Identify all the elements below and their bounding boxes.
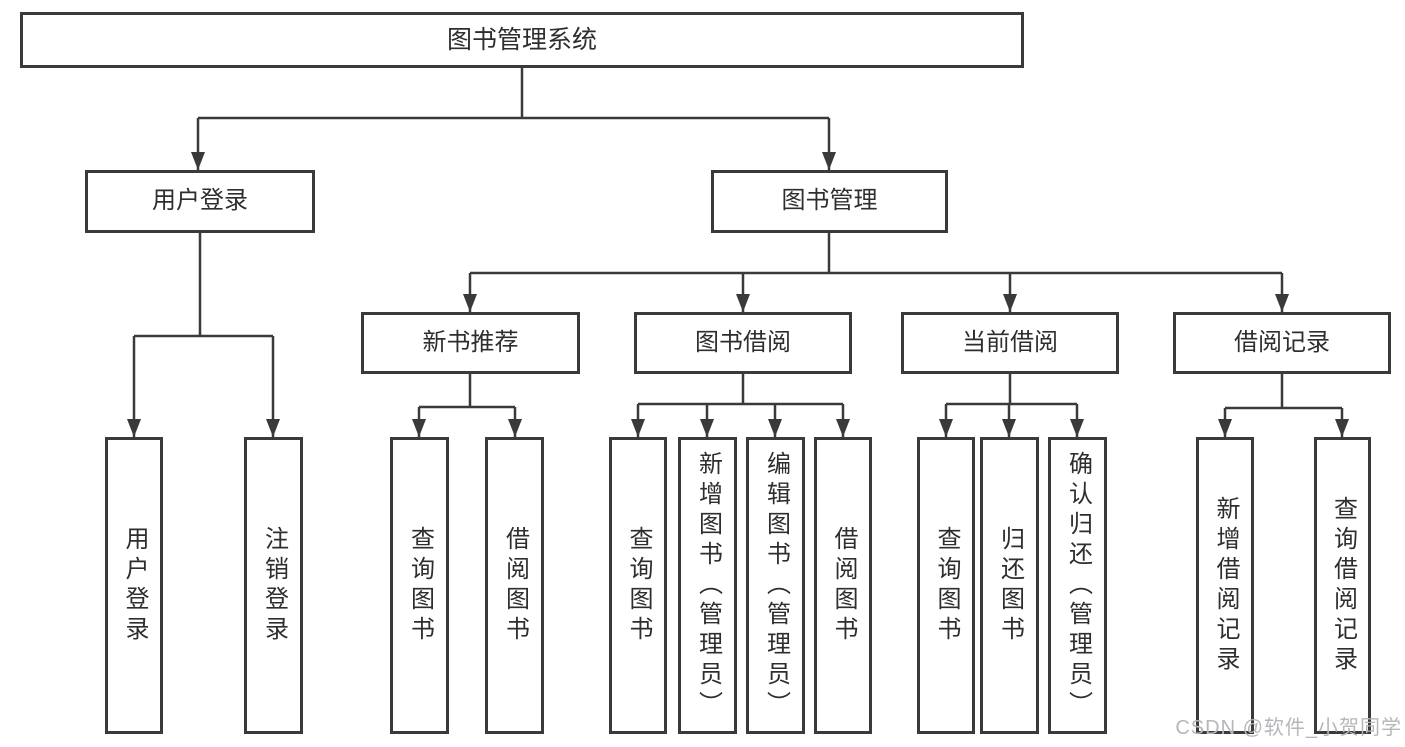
leaf-query-books-borrowing: 查询图书 [609, 437, 667, 734]
leaf-query-books-borrowing-label: 查询图书 [625, 525, 652, 646]
csdn-watermark: CSDN @软件_小贺同学 [1175, 717, 1402, 739]
connector-borrow-records-children [1218, 374, 1349, 437]
leaf-borrow-books-recommend: 借阅图书 [485, 437, 544, 734]
node-book-management: 图书管理 [711, 170, 948, 233]
leaf-add-borrow-record: 新增借阅记录 [1196, 437, 1254, 734]
leaf-borrow-books-borrowing: 借阅图书 [814, 437, 872, 734]
leaf-query-borrow-record: 查询借阅记录 [1314, 437, 1371, 734]
leaf-query-borrow-record-label: 查询借阅记录 [1329, 495, 1357, 676]
leaf-add-book-admin: 新增图书（管理员） [678, 437, 737, 734]
node-user-login: 用户登录 [85, 170, 315, 233]
node-book-management-label: 图书管理 [781, 187, 878, 215]
leaf-borrow-books-recommend-label: 借阅图书 [501, 525, 529, 646]
leaf-logout: 注销登录 [244, 437, 303, 734]
node-library-management-system-label: 图书管理系统 [446, 26, 597, 54]
node-current-borrowing-label: 当前借阅 [962, 328, 1058, 356]
leaf-return-books: 归还图书 [980, 437, 1039, 734]
leaf-query-books-recommend: 查询图书 [390, 437, 449, 734]
leaf-edit-book-admin: 编辑图书（管理员） [746, 437, 805, 734]
node-borrowing-records: 借阅记录 [1173, 312, 1391, 374]
connector-book-mgmt-to-level3 [463, 233, 1289, 312]
node-new-book-recommend-label: 新书推荐 [422, 328, 519, 356]
leaf-borrow-books-borrowing-label: 借阅图书 [830, 525, 857, 646]
leaf-query-books-current-label: 查询图书 [933, 525, 960, 646]
leaf-query-books-recommend-label: 查询图书 [406, 525, 434, 646]
connector-book-borrow-children [631, 374, 850, 437]
node-new-book-recommend: 新书推荐 [361, 312, 580, 374]
node-user-login-label: 用户登录 [152, 187, 248, 215]
leaf-user-login-label: 用户登录 [121, 525, 148, 646]
node-book-borrowing: 图书借阅 [634, 312, 852, 374]
node-book-borrowing-label: 图书借阅 [695, 328, 791, 356]
node-borrowing-records-label: 借阅记录 [1234, 328, 1330, 356]
node-current-borrowing: 当前借阅 [901, 312, 1119, 374]
leaf-add-borrow-record-label: 新增借阅记录 [1212, 495, 1239, 676]
connector-user-login-children [127, 233, 280, 437]
leaf-confirm-return-admin-label: 确认归还（管理员） [1064, 450, 1092, 721]
leaf-edit-book-admin-label: 编辑图书（管理员） [762, 450, 790, 721]
leaf-query-books-current: 查询图书 [917, 437, 975, 734]
connector-root-to-level2 [191, 68, 836, 170]
leaf-logout-label: 注销登录 [260, 525, 288, 646]
connector-new-book-children [412, 374, 522, 437]
leaf-add-book-admin-label: 新增图书（管理员） [694, 450, 722, 721]
node-library-management-system: 图书管理系统 [20, 12, 1024, 68]
leaf-confirm-return-admin: 确认归还（管理员） [1048, 437, 1107, 734]
leaf-user-login: 用户登录 [105, 437, 163, 734]
connector-current-borrow-children [939, 374, 1084, 437]
leaf-return-books-label: 归还图书 [996, 525, 1024, 646]
